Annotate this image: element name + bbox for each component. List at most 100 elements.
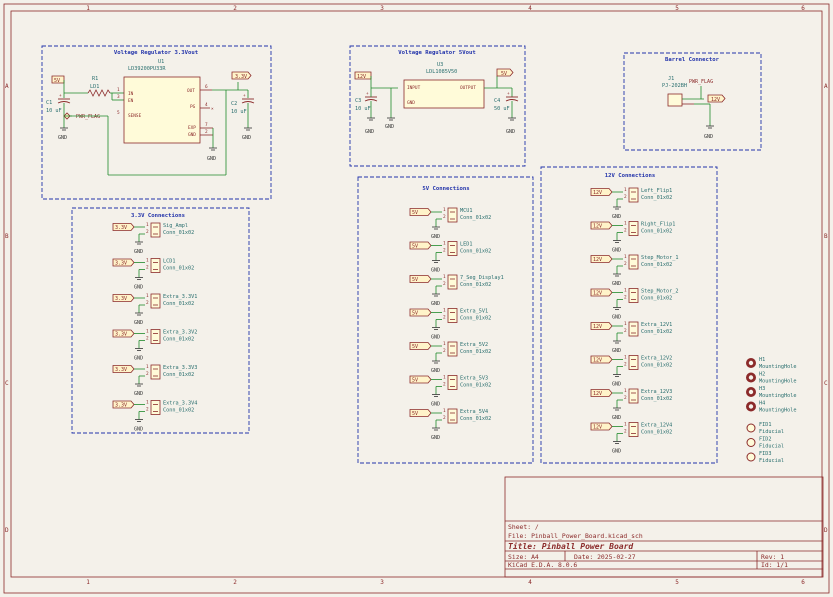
resistor-r1-symbol[interactable] (87, 89, 111, 97)
net-label-12v-barrel[interactable]: 12V (711, 97, 720, 103)
conn-12v-connector-body (628, 388, 639, 404)
mounting-hole-value: MountingHole (759, 364, 796, 370)
svg-text:1: 1 (117, 87, 120, 93)
net-label-5v[interactable]: 5V (54, 78, 60, 84)
regulator-u3-val: LDL1085V50 (426, 69, 457, 75)
conn-3v3-pin-2: 2 (146, 265, 149, 271)
grid-col-top-4: 4 (528, 5, 532, 12)
conn-12v-net-label[interactable]: 12V (593, 190, 602, 196)
conn-12v-connector-body (628, 288, 639, 303)
conn-12v-net-label[interactable]: 12V (593, 324, 602, 330)
conn-5v-net-label[interactable]: 5V (412, 378, 418, 384)
conn-5v-net-label[interactable]: 5V (412, 277, 418, 283)
conn-5v-ref: Extra_5V4 (460, 409, 488, 415)
svg-text:7: 7 (205, 122, 208, 128)
net-label-3v3-shape (231, 71, 252, 80)
conn-5v-net-label[interactable]: 5V (412, 244, 418, 250)
conn-3v3-pin-1: 1 (146, 258, 149, 264)
regulator-5v-box (349, 45, 526, 167)
conn-12v-net-label[interactable]: 12V (593, 257, 602, 263)
connections-12v-section: 12V Connections 12VGND12Left_Flip1Conn_0… (540, 166, 718, 464)
conn-5v-net-label[interactable]: 5V (412, 411, 418, 417)
connections-3v3-section: 3.3V Connections 3.3VGND12Sig_AmplConn_0… (71, 207, 250, 434)
fiducial-icon[interactable] (746, 452, 756, 462)
conn-5v-pin-2: 2 (443, 382, 446, 388)
conn-3v3-net-label[interactable]: 3.3V (115, 367, 127, 373)
conn-5v-value: Conn_01x02 (460, 249, 491, 255)
fiducial-icon[interactable] (746, 438, 756, 447)
svg-text:OUTPUT: OUTPUT (460, 85, 476, 91)
regulator-u1-body[interactable] (123, 76, 201, 144)
conn-5v-connector-body (447, 308, 458, 323)
net-label-3v3[interactable]: 3.3V (235, 74, 247, 80)
conn-3v3-pin-1: 1 (146, 329, 149, 335)
conn-12v-ref: Right_Flip1 (641, 222, 675, 228)
fiducial-icon[interactable] (746, 423, 756, 433)
regulator-u1-val: LD39200PU33R (128, 66, 166, 72)
conn-12v-net-label[interactable]: 12V (593, 291, 602, 297)
gnd-label-u1: GND (207, 156, 216, 162)
conn-3v3-value: Conn_01x02 (163, 337, 194, 343)
title-block-id: Id: 1/1 (761, 561, 788, 569)
net-label-12v-in[interactable]: 12V (357, 74, 366, 80)
mounting-hole-center (748, 360, 754, 366)
conn-5v-net-label-shape (409, 208, 432, 216)
conn-3v3-ref: Extra_3.3V1 (163, 294, 197, 300)
conn-3v3-ref: Extra_3.3V3 (163, 365, 197, 371)
conn-3v3-pin-1: 1 (146, 222, 149, 228)
conn-5v-pin-2: 2 (443, 281, 446, 287)
conn-3v3-pin-2: 2 (146, 229, 149, 235)
conn-12v-gnd-label: GND (612, 348, 621, 354)
conn-5v-net-label[interactable]: 5V (412, 344, 418, 350)
mounting-hole-ref: H2 (759, 372, 765, 378)
conn-5v-net-label[interactable]: 5V (412, 311, 418, 317)
barrel-jack-symbol[interactable] (667, 93, 683, 107)
net-label-5v-out[interactable]: 5V (501, 71, 507, 77)
conn-3v3-ref: Extra_3.3V4 (163, 401, 197, 407)
svg-text:INPUT: INPUT (407, 85, 421, 91)
conn-12v-pin-1: 1 (624, 321, 627, 327)
conn-3v3-net-label[interactable]: 3.3V (115, 261, 127, 267)
grid-row-left-D: D (5, 527, 9, 534)
conn-12v-ref: Step_Motor_1 (641, 255, 678, 261)
conn-12v-net-label[interactable]: 12V (593, 224, 602, 230)
svg-text:×: × (211, 107, 214, 112)
net-label-5v-out-shape (496, 68, 514, 77)
regulator-u3-body[interactable] (403, 79, 485, 109)
svg-text:2: 2 (205, 129, 208, 135)
title-block-rev: Rev: 1 (761, 553, 784, 561)
conn-12v-net-label[interactable]: 12V (593, 425, 602, 431)
conn-12v-net-label[interactable]: 12V (593, 391, 602, 397)
conn-3v3-net-label[interactable]: 3.3V (115, 296, 127, 302)
conn-3v3-net-label[interactable]: 3.3V (115, 332, 127, 338)
conn-3v3-net-label[interactable]: 3.3V (115, 225, 127, 231)
conn-3v3-net-label[interactable]: 3.3V (115, 403, 127, 409)
conn-3v3-pin-2: 2 (146, 371, 149, 377)
conn-3v3-gnd-label: GND (134, 249, 143, 255)
conn-12v-pin-1: 1 (624, 422, 627, 428)
conn-5v-net-label[interactable]: 5V (412, 210, 418, 216)
conn-12v-net-label[interactable]: 12V (593, 358, 602, 364)
conn-5v-net-label-shape (409, 409, 432, 417)
